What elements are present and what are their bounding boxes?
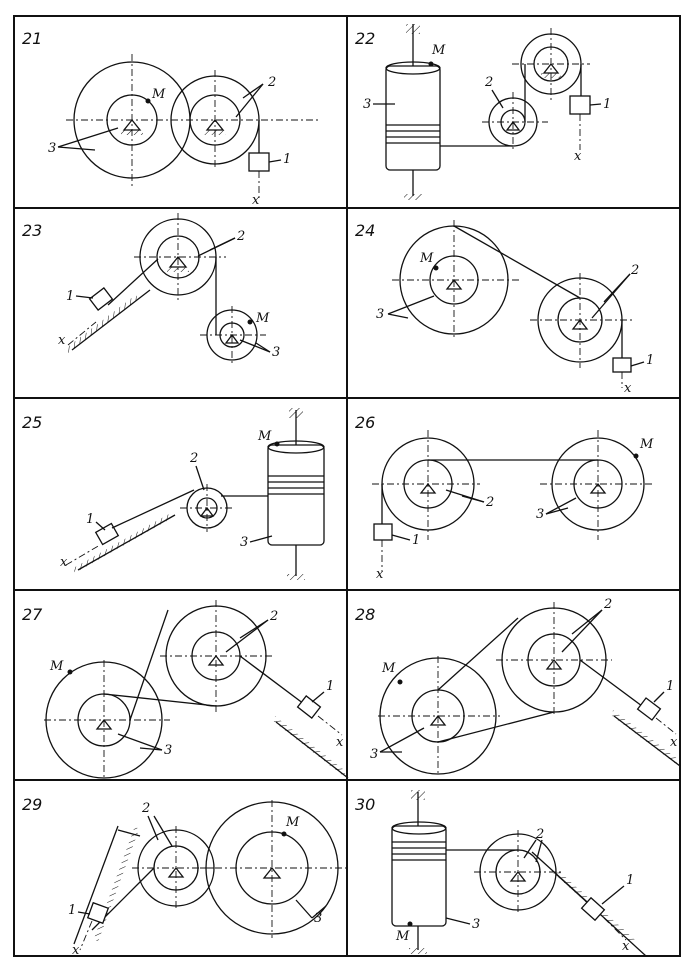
svg-text:3: 3 [240,535,248,550]
svg-text:M: M [255,311,270,326]
svg-text:2: 2 [236,229,245,244]
svg-text:2: 2 [630,263,639,278]
svg-text:M: M [49,659,64,674]
svg-text:2: 2 [484,75,493,90]
panel-30: 30 M 3 2 x 1 [355,790,647,957]
panel-21: 21 M 2 3 1 x [22,29,320,208]
panel-number: 29 [22,795,42,814]
drum-3 [385,65,441,171]
svg-text:1: 1 [603,97,611,112]
panel-number: 24 [355,221,375,240]
panel-number: 22 [355,29,375,48]
svg-text:2: 2 [535,827,544,842]
svg-text:1: 1 [666,679,674,694]
svg-text:x: x [376,567,384,582]
svg-text:2: 2 [189,451,198,466]
point-m [145,98,151,104]
svg-text:x: x [72,943,80,958]
svg-text:2: 2 [485,495,494,510]
panel-26: 26 M 2 3 1 x [355,413,654,582]
svg-text:3: 3 [314,911,322,926]
svg-text:M: M [257,429,272,444]
svg-text:2: 2 [603,597,612,612]
panel-grid [13,15,681,957]
svg-text:3: 3 [363,97,371,112]
panel-number: 30 [355,795,375,814]
svg-text:x: x [336,735,344,750]
svg-text:2: 2 [141,801,150,816]
panel-25: 25 1 x 2 M 3 [22,408,325,580]
svg-text:x: x [58,333,66,348]
svg-text:x: x [622,939,630,954]
panel-number: 23 [22,221,42,240]
panel-number: 21 [22,29,42,48]
svg-text:x: x [670,735,678,750]
panel-22: 22 M 3 2 1 x [355,24,611,200]
svg-text:3: 3 [272,345,280,360]
svg-text:3: 3 [48,141,56,156]
svg-text:2: 2 [269,609,278,624]
svg-text:x: x [624,381,632,396]
panel-29: 29 M 2 3 1 x [22,795,346,958]
svg-text:M: M [395,929,410,944]
svg-text:1: 1 [68,903,76,918]
svg-text:3: 3 [370,747,378,762]
panel-24: 24 M 3 2 1 x [355,220,654,396]
svg-text:M: M [419,251,434,266]
panel-number: 27 [22,605,43,624]
panel-27: 27 x 1 M 2 3 [22,600,349,780]
svg-text:3: 3 [472,917,480,932]
panel-28: 28 x 1 M 2 3 [355,597,681,776]
svg-text:M: M [381,661,396,676]
svg-text:x: x [252,193,260,208]
svg-text:1: 1 [326,679,334,694]
svg-text:1: 1 [283,152,291,167]
svg-text:M: M [431,43,446,58]
svg-text:1: 1 [66,289,74,304]
svg-text:3: 3 [536,507,544,522]
panel-number: 25 [22,413,42,432]
panel-number: 28 [355,605,375,624]
svg-text:1: 1 [412,533,420,548]
panel-23: 23 2 1 x M 3 [22,213,280,364]
svg-text:M: M [285,815,300,830]
svg-text:1: 1 [646,353,654,368]
load-1 [248,152,270,172]
panel-number: 26 [355,413,375,432]
svg-text:3: 3 [164,743,172,758]
svg-text:1: 1 [626,873,634,888]
svg-text:M: M [151,87,166,102]
svg-text:2: 2 [267,75,276,90]
svg-text:3: 3 [376,307,384,322]
svg-text:x: x [60,555,68,570]
svg-text:x: x [574,149,582,164]
svg-text:1: 1 [86,512,94,527]
svg-text:M: M [639,437,654,452]
